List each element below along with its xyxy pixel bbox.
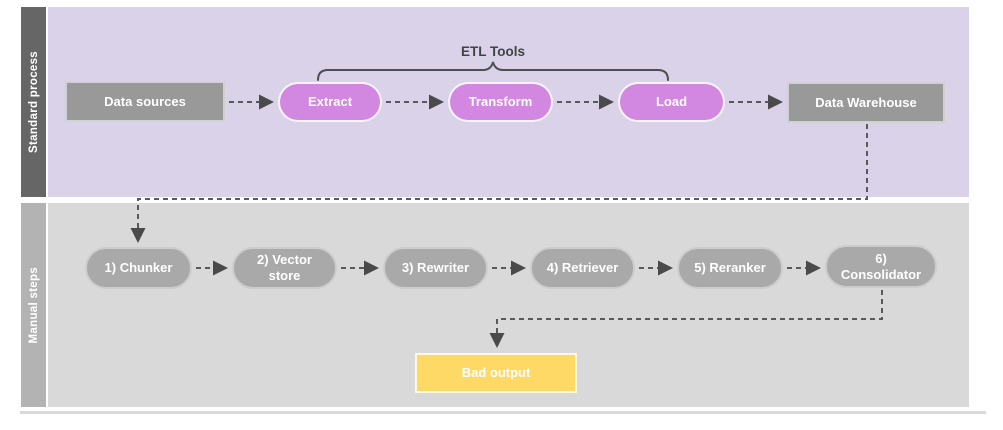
- node-reranker: 5) Reranker: [677, 247, 783, 289]
- node-extract: Extract: [278, 82, 382, 122]
- lane-manual-steps-band: Manual steps: [21, 203, 46, 407]
- lane-manual-steps-label: Manual steps: [27, 266, 40, 344]
- node-load: Load: [618, 82, 725, 122]
- node-data-sources: Data sources: [65, 81, 225, 122]
- node-bad-output: Bad output: [415, 353, 577, 393]
- node-retriever: 4) Retriever: [530, 247, 635, 289]
- lane-standard-process-band: Standard process: [21, 7, 46, 197]
- lane-standard-process-label: Standard process: [27, 51, 40, 153]
- node-rewriter: 3) Rewriter: [383, 247, 488, 289]
- node-consolidator: 6) Consolidator: [825, 245, 937, 288]
- node-chunker: 1) Chunker: [85, 247, 192, 289]
- etl-tools-label: ETL Tools: [461, 44, 525, 59]
- node-vector-store: 2) Vector store: [232, 247, 337, 289]
- node-transform: Transform: [448, 82, 553, 122]
- node-data-warehouse: Data Warehouse: [787, 82, 945, 123]
- bottom-divider: [20, 411, 986, 414]
